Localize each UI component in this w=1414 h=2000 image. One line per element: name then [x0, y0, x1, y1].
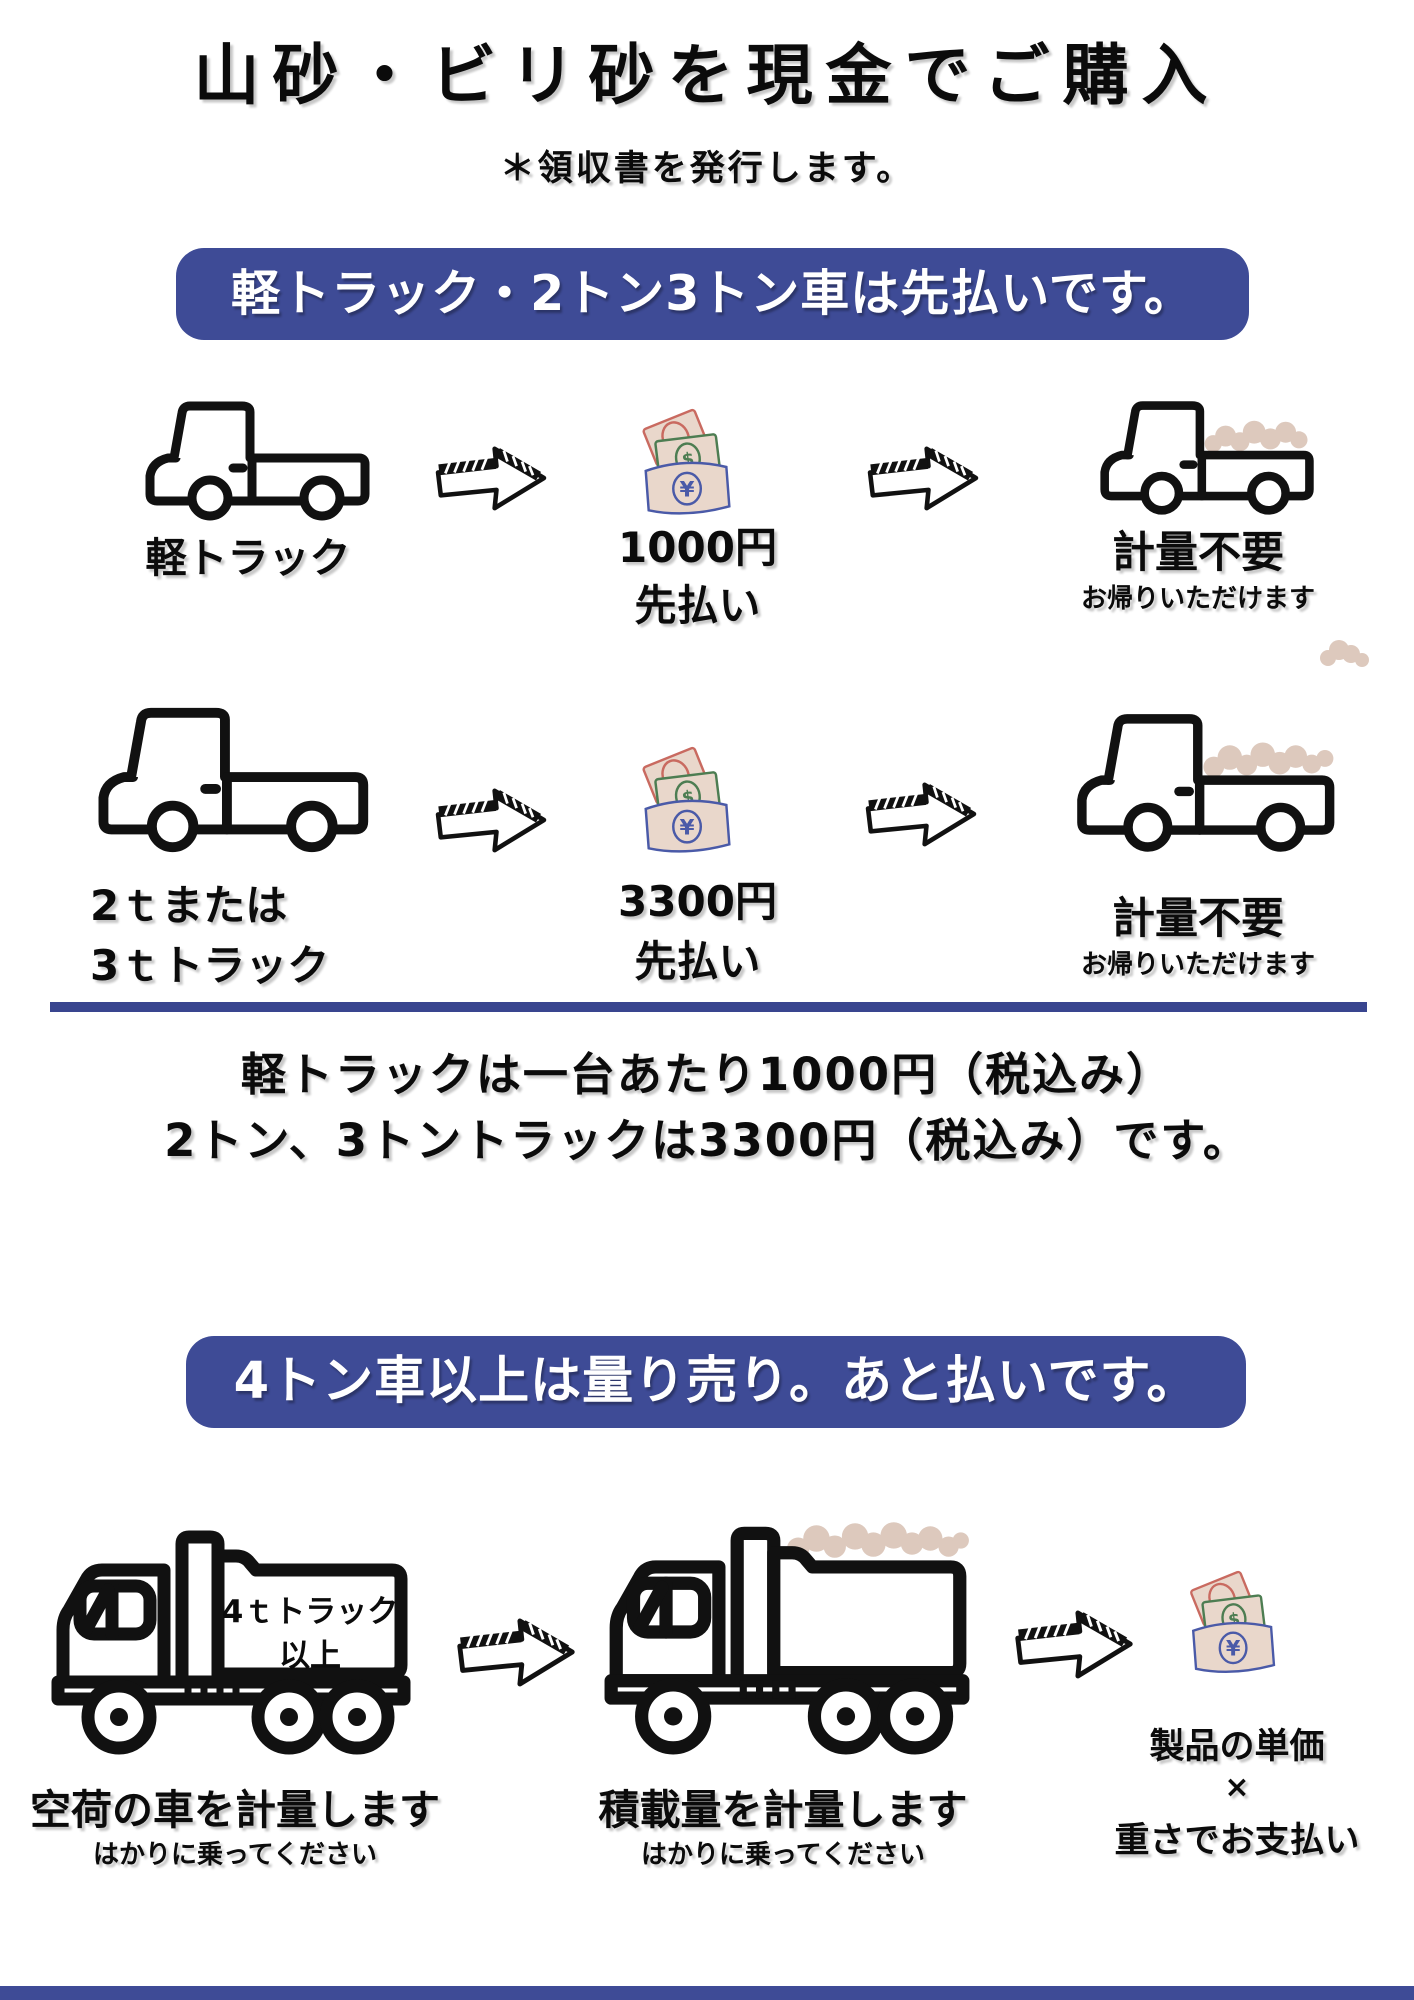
banner-weighed-label: 4トン車以上は量り売り。あと払いです。 — [233, 1352, 1199, 1411]
arrow-right-icon — [860, 772, 982, 856]
truck-label-line2: 3ｔトラック — [90, 941, 330, 990]
step2-note: はかりに乗ってください — [641, 1840, 925, 1870]
kei-payment-label: 先払い — [634, 581, 761, 630]
cash-bills-icon: $ ¥ — [628, 746, 750, 864]
loaded-flatbed-truck-icon — [1048, 700, 1340, 864]
banner-prepaid-label: 軽トラック・2トン3トン車は先払いです。 — [231, 265, 1194, 322]
step3-line2: × — [1224, 1770, 1250, 1805]
arrow-right-icon — [430, 778, 552, 862]
section-divider — [50, 1002, 1367, 1012]
step3-line1: 製品の単価 — [1149, 1727, 1325, 1767]
kei-truck-label: 軽トラック — [145, 534, 351, 582]
flatbed-truck-icon — [66, 698, 376, 860]
pricing-note-line1: 軽トラックは一台あたり1000円（税込み） — [240, 1048, 1174, 1101]
step3-line3: 重さでお支払い — [1114, 1821, 1360, 1861]
page-title: 山砂・ビリ砂を現金でご購入 — [193, 37, 1221, 114]
step2-label: 積載量を計量します — [598, 1786, 968, 1834]
cash-bills-icon: $ ¥ — [628, 408, 750, 526]
kei-result-label: 計量不要 — [1112, 528, 1284, 578]
banner-prepaid: 軽トラック・2トン3トン車は先払いです。 — [176, 248, 1249, 340]
svg-text:¥: ¥ — [680, 478, 695, 503]
arrow-right-icon — [452, 1606, 580, 1698]
kei-truck-icon — [122, 396, 374, 524]
arrow-right-icon — [430, 436, 552, 520]
pricing-note-line2: 2トン、3トントラックは3300円（税込み）です。 — [164, 1114, 1250, 1167]
svg-text:¥: ¥ — [1226, 1637, 1241, 1661]
dust-puff-icon — [1318, 636, 1370, 670]
kei-price-label: 1000円 — [618, 523, 777, 572]
arrow-right-icon — [862, 436, 984, 520]
step1-label: 空荷の車を計量します — [30, 1786, 440, 1834]
dump-bed-label-line1: 4ｔトラック — [221, 1594, 399, 1630]
cash-bills-icon: $ ¥ — [1176, 1570, 1294, 1684]
dump-bed-label-line2: 以上 — [279, 1638, 341, 1674]
footer-bar — [0, 1986, 1414, 2000]
truck-price-label: 3300円 — [618, 877, 777, 926]
dump-truck-empty-icon — [46, 1520, 418, 1756]
dump-truck-loaded-icon — [598, 1508, 978, 1756]
svg-text:¥: ¥ — [680, 816, 695, 841]
step1-note: はかりに乗ってください — [93, 1840, 377, 1870]
banner-weighed: 4トン車以上は量り売り。あと払いです。 — [186, 1336, 1246, 1428]
truck-payment-label: 先払い — [634, 937, 761, 986]
truck-result-note: お帰りいただけます — [1080, 950, 1315, 980]
kei-result-note: お帰りいただけます — [1080, 584, 1315, 614]
arrow-right-icon — [1010, 1598, 1138, 1690]
truck-result-label: 計量不要 — [1112, 894, 1284, 944]
subtitle: ＊領収書を発行します。 — [499, 149, 915, 189]
loaded-kei-truck-icon — [1078, 392, 1318, 522]
truck-label-line1: 2ｔまたは — [90, 881, 288, 930]
